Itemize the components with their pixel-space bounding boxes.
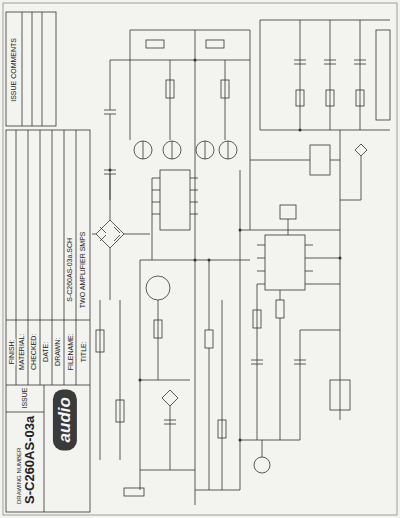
cell-value: S-C260AS-03a: [23, 416, 38, 504]
title-block-text: ISSUE COMMENTS: [10, 37, 18, 103]
title-block-text: S-C260AS-03a.SCH: [66, 237, 74, 303]
title-block-text: FINISH:: [7, 338, 15, 365]
issue-cell: ISSUE: [19, 384, 31, 413]
company-logo: audio: [52, 389, 76, 450]
title-block-text: DRAWN:: [54, 337, 62, 367]
title-block-text: MATERIAL:: [18, 333, 26, 371]
cell-value: ISSUE: [21, 388, 29, 409]
cell-value: audio: [54, 397, 74, 442]
title-block-text: DATE:: [42, 341, 50, 363]
cell-heading: DRAWING NUMBER: [16, 416, 23, 504]
title-block-text: FILENAME:: [66, 332, 74, 371]
drawing-number-cell: DRAWING NUMBERS-C260AS-03a: [14, 412, 40, 508]
title-block-text: TWO AMPLIFIER SMPS: [79, 231, 87, 310]
title-block-text: TITLE:: [79, 340, 87, 363]
title-block-text: CHECKED:: [30, 333, 38, 371]
